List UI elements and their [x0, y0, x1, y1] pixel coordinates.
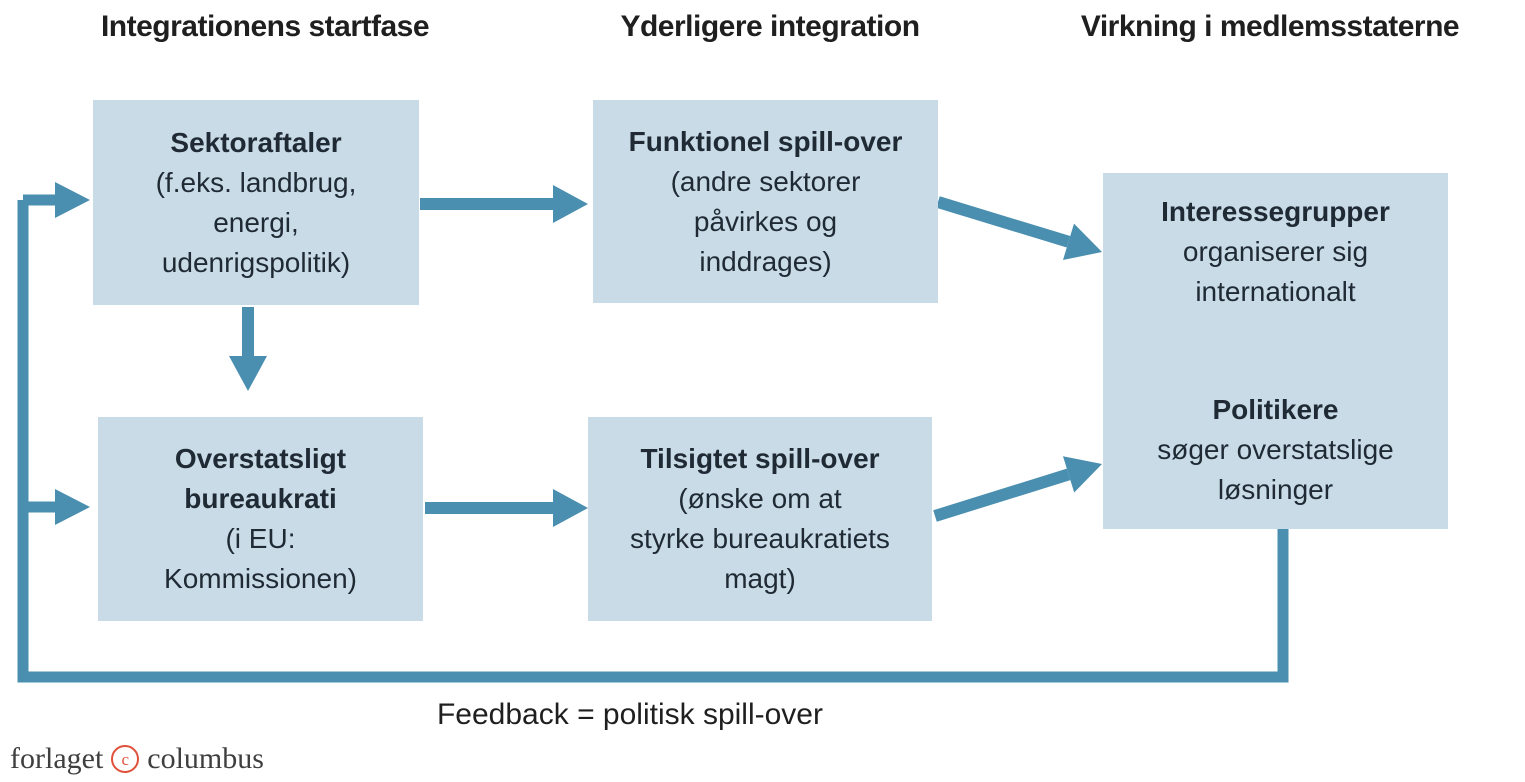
box-title: Interessegrupper [1161, 196, 1390, 227]
box-line: magt) [724, 563, 796, 594]
arrow-sektoraftaler-to-funktionel [420, 185, 588, 223]
box-title: Tilsigtet spill-over [640, 443, 880, 474]
arrow-head [229, 356, 267, 391]
column-header-virkning: Virkning i medlemsstaterne [1080, 10, 1460, 43]
box-sektoraftaler-text: Sektoraftaler (f.eks. landbrug, energi, … [156, 123, 357, 283]
arrow-head [1063, 456, 1102, 493]
box-line: (ønske om at [678, 483, 842, 514]
box-line: løsninger [1217, 474, 1334, 505]
box-interessegrupper-text: Interessegrupper organiserer sig interna… [1161, 192, 1390, 312]
feedback-loop-line [17, 182, 1289, 683]
copyright-letter: c [121, 749, 130, 769]
box-line: energi, [213, 206, 299, 238]
feedback-caption: Feedback = politisk spill-over [436, 698, 823, 731]
box-line: (i EU: [225, 523, 296, 554]
box-line: (f.eks. landbrug, [155, 166, 357, 198]
box-line: påvirkes og [693, 205, 838, 237]
arrow-shaft [933, 468, 1071, 522]
box-title: Funktionel spill-over [628, 125, 903, 157]
box-line: styrke bureaukratiets [630, 523, 890, 554]
arrow-sektoraftaler-to-overstatsligt [229, 307, 267, 391]
column-header-startfase: Integrationens startfase [100, 10, 430, 43]
column-header-yderligere: Yderligere integration [620, 10, 920, 43]
arrow-head [1063, 223, 1102, 260]
box-politikere-text: Politikere søger overstatslige løsninger [1157, 390, 1394, 510]
box-line: udenrigspolitik) [161, 246, 351, 278]
box-line: (andre sektorer [670, 165, 861, 197]
publisher-logo: forlaget c columbus [10, 742, 264, 776]
box-line: internationalt [1195, 276, 1356, 307]
arrow-funktionel-to-interessegrupper [936, 196, 1102, 260]
box-overstatsligt-bureaukrati: Overstatsligt bureaukrati (i EU: Kommiss… [98, 417, 423, 621]
box-overstatsligt-text: Overstatsligt bureaukrati (i EU: Kommiss… [164, 439, 357, 599]
arrow-head [553, 185, 588, 223]
box-line: Kommissionen) [164, 563, 357, 594]
box-funktionel-spill-over: Funktionel spill-over (andre sektorer på… [593, 100, 938, 303]
feedback-branch-top-head [55, 182, 90, 218]
arrow-head [553, 489, 588, 527]
copyright-circle-icon: c [111, 745, 140, 773]
logo-word-columbus: columbus [147, 742, 264, 775]
box-line: organiserer sig [1182, 236, 1369, 267]
arrow-shaft [936, 196, 1071, 248]
box-line: søger overstatslige [1157, 434, 1394, 465]
box-funktionel-text: Funktionel spill-over (andre sektorer på… [629, 122, 903, 282]
arrow-tilsigtet-to-politikere [933, 456, 1102, 522]
box-tilsigtet-text: Tilsigtet spill-over (ønske om at styrke… [630, 439, 890, 599]
box-line: inddrages) [699, 245, 832, 277]
box-title: Sektoraftaler [170, 126, 342, 158]
box-interessegrupper-politikere: Interessegrupper organiserer sig interna… [1103, 173, 1448, 529]
box-sektoraftaler: Sektoraftaler (f.eks. landbrug, energi, … [93, 100, 419, 305]
logo-word-forlaget: forlaget [10, 742, 104, 775]
box-title: Politikere [1212, 394, 1339, 425]
box-title: bureaukrati [184, 483, 337, 514]
box-tilsigtet-spill-over: Tilsigtet spill-over (ønske om at styrke… [588, 417, 932, 621]
box-title: Overstatsligt [174, 443, 347, 474]
feedback-polyline [17, 200, 1289, 683]
arrow-overstatsligt-to-tilsigtet [425, 489, 588, 527]
feedback-branch-bottom-head [55, 489, 90, 525]
